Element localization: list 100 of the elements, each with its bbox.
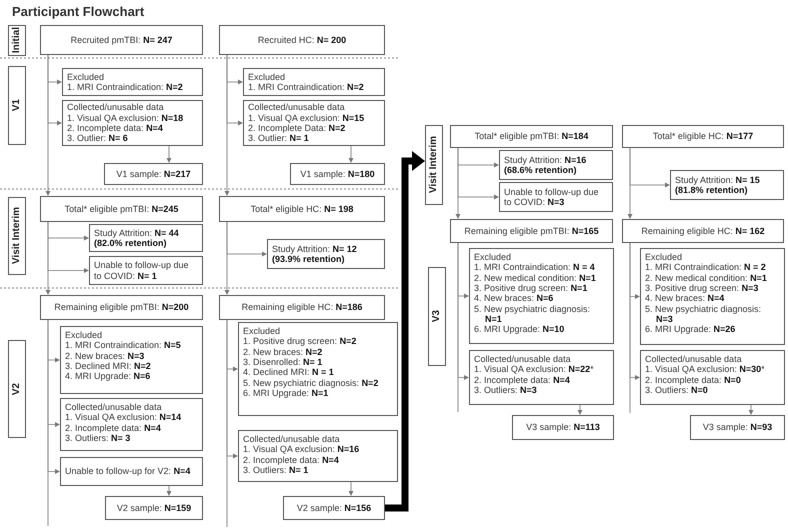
list-heading: Excluded	[67, 72, 106, 82]
process-box	[450, 219, 613, 243]
list-heading: Collected/unusable data	[474, 354, 572, 364]
stage-label-box	[8, 25, 26, 56]
list-item: 3. Declined MRI: N=2	[65, 361, 152, 372]
box-text: V3 sample: N=93	[702, 422, 774, 433]
process-box	[219, 295, 385, 320]
list-item: 2. Incomplete data: N=0	[645, 374, 742, 386]
box-text: Remaining eligible HC: N=186	[240, 302, 364, 313]
process-box	[512, 415, 614, 440]
list-item: 1. Positive drug screen: N=2	[243, 336, 358, 347]
list-item: 2. Incomplete data: N=4	[65, 422, 162, 434]
process-box	[89, 256, 203, 285]
box-text: Total* eligible pmTBI: N=184	[474, 131, 590, 142]
stage-label: V2	[11, 382, 23, 396]
box-text: V3 sample: N=113	[525, 422, 601, 433]
process-box	[622, 219, 784, 243]
process-box	[104, 163, 203, 185]
list-item: 6. MRI Upgrade: N=1	[243, 388, 330, 398]
box-text: Study Attrition: N= 44 (82.0% retention)	[94, 228, 180, 248]
box-text: Remaining eligible pmTBI: N=165	[463, 226, 600, 236]
list-item: 1. Visual QA exclusion: N=30*	[645, 364, 766, 375]
box-text: Unable to follow-up due to COVID: N= 1	[94, 260, 190, 281]
list-item: 3. Disenrolled: N= 1	[243, 357, 324, 368]
list-item: 4. MRI Upgrade: N=6	[65, 371, 152, 382]
list-item: 3. Outliers: N=0	[645, 385, 709, 396]
process-box	[89, 224, 203, 252]
process-box	[469, 350, 614, 405]
list-heading: Excluded	[243, 326, 282, 336]
box-text: Total* eligible pmTBI: N=245	[64, 204, 180, 214]
list-item: 1. MRI Contraindication: N=2	[248, 82, 365, 92]
list-item: 3. Outliers: N= 1	[243, 465, 310, 476]
process-box	[469, 248, 614, 344]
list-item: 1. Visual QA exclusion: N=22*	[474, 364, 595, 375]
list-heading: Excluded	[248, 72, 286, 82]
list-heading: Collected/unusable data	[67, 102, 165, 113]
list-item: 2. Incomplete data: N=4	[474, 374, 571, 386]
list-item: 2. Incomplete Data: N=2	[248, 123, 346, 134]
box-text: Recruited HC: N= 200	[256, 34, 348, 46]
list-item: 1. Visual QA exclusion: N=18	[67, 112, 184, 123]
list-item: 1. Visual QA exclusion: N=15	[248, 112, 366, 123]
list-item: 1. MRI Contraindication: N = 4	[474, 262, 596, 273]
process-box	[219, 25, 385, 55]
stage-label: V1	[11, 99, 23, 112]
list-item: 4. New braces: N=6	[474, 293, 554, 304]
list-item: 3. Outliers: N= 3	[65, 433, 132, 444]
box-text: Total* eligible HC: N=177	[652, 131, 754, 142]
process-box	[622, 125, 784, 148]
arrow	[224, 54, 230, 196]
process-box	[60, 326, 203, 394]
process-box	[690, 415, 785, 440]
chart-title: Participant Flowchart	[12, 4, 144, 19]
list-item: 4. New braces: N=4	[645, 293, 726, 304]
process-box	[40, 25, 203, 55]
process-box	[60, 398, 203, 451]
process-box	[640, 248, 785, 345]
list-heading: Collected/unusable data	[243, 434, 341, 444]
arrow	[46, 54, 50, 196]
list-item: 2. Incomplete data: N=4	[67, 123, 164, 134]
list-item: 5. New psychiatric diagnosis: N=1	[474, 304, 592, 324]
list-item: 6. MRI Upgrade: N=26	[645, 324, 736, 335]
process-box	[450, 125, 613, 148]
process-box	[499, 150, 613, 180]
box-text: Study Attrition: N= 15 (81.8% retention)	[675, 174, 761, 196]
stage-label: Visit Interim	[428, 136, 440, 194]
list-item: 1. MRI Contraindication: N=2	[67, 82, 184, 92]
stage-label-box	[425, 125, 443, 205]
box-text: V1 sample: N=217	[115, 168, 192, 180]
process-box	[640, 350, 785, 405]
process-box	[40, 295, 203, 320]
box-text: Recruited pmTBI: N= 247	[70, 34, 174, 46]
list-item: 4. Declined MRI: N = 1	[243, 367, 335, 378]
arrow	[224, 222, 230, 295]
box-text: Remaining eligible pmTBI: N=200	[53, 302, 190, 313]
list-item: 1. Visual QA exclusion: N=14	[65, 412, 182, 423]
process-box	[219, 196, 385, 222]
arrow	[628, 148, 632, 219]
box-text: V2 sample: N=156	[296, 502, 372, 514]
list-item: 2. New medical condition: N=1	[474, 272, 597, 284]
list-item: 2. New braces: N=2	[243, 346, 324, 358]
arrow	[166, 486, 172, 496]
list-heading: Collected/unusable data	[65, 402, 163, 412]
list-item: 1. Visual QA exclusion: N=16	[243, 444, 360, 455]
process-box	[290, 163, 385, 185]
arrow	[348, 482, 354, 496]
stage-label: V3	[431, 310, 443, 323]
box-text: Total* eligible HC: N= 198	[250, 204, 354, 214]
box-text: Study Attrition: N=16 (68.6% retention)	[504, 154, 588, 176]
process-box	[499, 182, 613, 212]
list-item: 3. Positive drug screen: N=1	[474, 283, 588, 294]
process-box	[238, 322, 398, 416]
list-heading: Excluded	[645, 252, 684, 262]
arrow	[748, 404, 754, 415]
list-heading: Collected/unusable data	[248, 102, 346, 113]
process-box	[243, 68, 385, 96]
arrow	[456, 148, 460, 219]
list-item: 5. New psychiatric diagnosis: N=2	[243, 378, 380, 388]
list-item: 3. Positive drug screen: N=3	[645, 283, 760, 294]
list-item: 2. Incomplete data: N=4	[243, 454, 340, 466]
list-item: 1. MRI Contraindication: N = 2	[645, 262, 767, 273]
